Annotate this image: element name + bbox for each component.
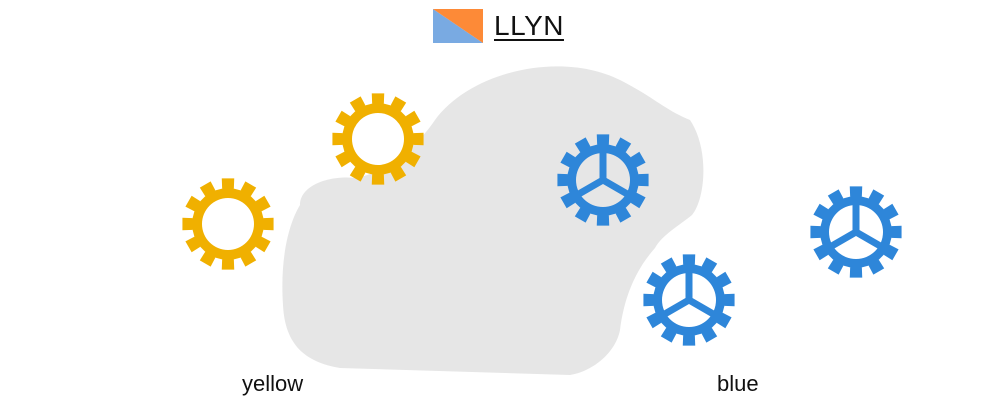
ring-gear-icon: [182, 178, 274, 270]
diagram-title: LLYN: [494, 10, 564, 41]
spoked-gear-icon: [810, 186, 902, 278]
spoked-gear-icon: [643, 254, 735, 346]
spoked-gear-icon: [557, 134, 649, 226]
yellow-group-label: yellow: [242, 371, 304, 396]
gear-spoke: [852, 228, 886, 251]
gear-spoke: [685, 296, 719, 319]
gear-spoke: [826, 228, 860, 251]
diagram-header: LLYN: [433, 9, 564, 43]
blue-group-label: blue: [717, 371, 759, 396]
ring-gear-icon: [332, 93, 424, 185]
blue-gear-3: [810, 186, 902, 278]
background-blob: [282, 66, 704, 376]
logo-orange-triangle: [433, 9, 483, 43]
yellow-gear-1: [182, 178, 274, 270]
gear-spoke: [659, 296, 693, 319]
blue-gear-2: [643, 254, 735, 346]
gear-spoke: [599, 176, 633, 199]
gear-spoke: [573, 176, 607, 199]
yellow-gear-2: [332, 93, 424, 185]
logo-icon: [433, 9, 483, 43]
blue-gear-1: [557, 134, 649, 226]
